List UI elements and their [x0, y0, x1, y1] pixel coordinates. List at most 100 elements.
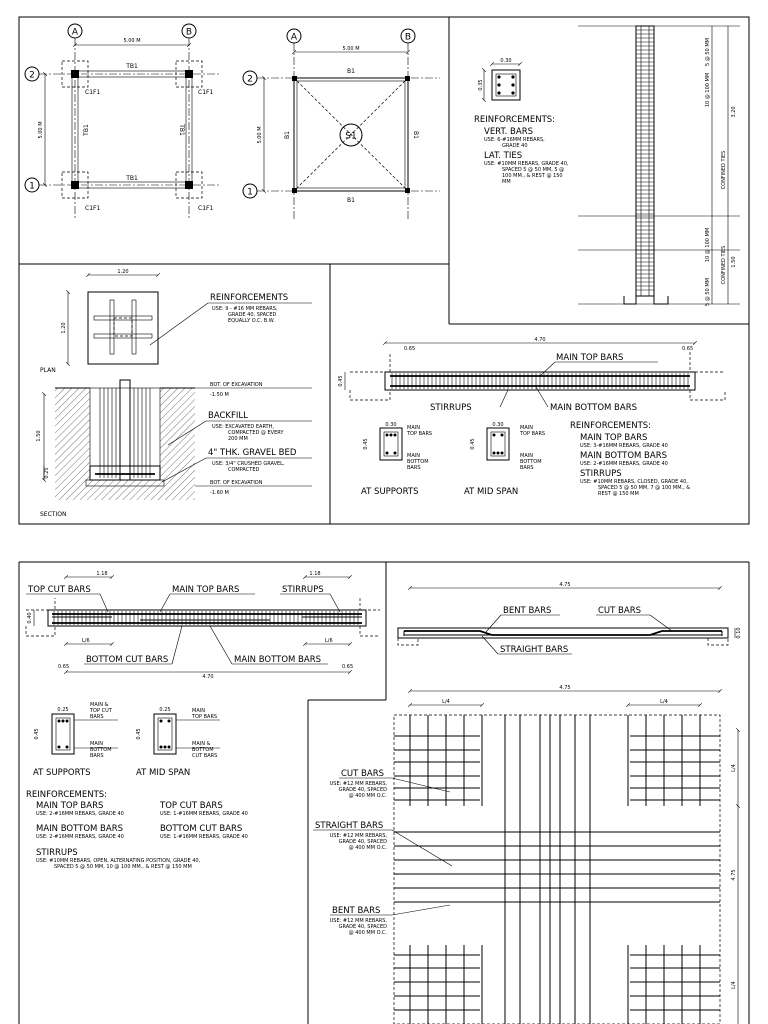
tie-beam-sec2-top: TOP BARS: [519, 431, 545, 437]
tie-beam-sec-width-2: 0.30: [492, 422, 503, 428]
tie-beam-cut-right: 0.65: [682, 346, 693, 352]
beam-r-main-top: MAIN TOP BARS: [36, 801, 103, 811]
slab-section-outline: [397, 627, 729, 639]
backfill-use-3: 200 MM: [228, 436, 248, 442]
beam-sec2-main-top-1: MAIN: [192, 708, 205, 714]
footing-depth-150: 1.50: [36, 430, 42, 441]
b1-label-bottom: B1: [347, 197, 355, 204]
c1f1-label-a1: C1F1: [85, 205, 100, 212]
footing-depth-025: 0.25: [44, 467, 50, 478]
slab-plan-cut-use-3: @ 400 MM O.C.: [349, 793, 388, 799]
beam-r-main-bot-use: USE: 2-#16MM REBARS, GRADE 40: [36, 834, 124, 840]
column-b1: [185, 181, 193, 189]
tie-beam-sec-width-1: 0.30: [385, 422, 396, 428]
slab-plan-bent-use-3: @ 400 MM O.C.: [349, 930, 388, 936]
tie-beam-main-top-label: MAIN TOP BARS: [556, 353, 623, 363]
slab-plan-bent-use-1: USE: #12 MM REBARS,: [330, 918, 388, 924]
column-dim-030: 0.30: [500, 58, 511, 64]
slab-tag-circle: [339, 123, 363, 147]
backfill-title: BACKFILL: [208, 411, 248, 421]
slab-cut-bars-label: CUT BARS: [598, 606, 641, 616]
beam-r-main-bot: MAIN BOTTOM BARS: [36, 824, 123, 834]
tie-beam-r-bot: MAIN BOTTOM BARS: [580, 451, 667, 461]
gravel-use-1: USE: 3/4" CRUSHED GRAVEL,: [212, 461, 285, 467]
slab-plan-length: 4.75: [559, 685, 570, 691]
tie-beam-stirrups: [391, 373, 689, 389]
dim-label-ab: 5.00 M: [123, 38, 140, 44]
column-a1: [71, 181, 79, 189]
beam-sec1-main-top-2: TOP CUT: [89, 708, 113, 714]
lower-sheet: 1.18 1.18 TOP CUT BARS MAIN TOP BARS STI…: [18, 561, 750, 1024]
slab-plan-cut-bars: CUT BARS: [341, 769, 384, 779]
slab-plan-outline: [393, 714, 721, 1024]
beam-r-stirrups: STIRRUPS: [36, 848, 78, 858]
beam-stirrups-label: STIRRUPS: [282, 585, 324, 595]
gravel-bed-title: 4" THK. GRAVEL BED: [208, 448, 297, 458]
beam-sec2-main-top-2: TOP BARS: [191, 714, 217, 720]
beam-main-bottom-bars-label: MAIN BOTTOM BARS: [234, 655, 321, 665]
beam-r-stir-use-1: USE: #10MM REBARS, OPEN, ALTERNATING POS…: [36, 858, 201, 864]
footing-reinf-title: REINFORCEMENTS: [210, 293, 288, 303]
excavation-top-label: BOT. OF EXCAVATION: [210, 382, 263, 388]
beam-elevation: [47, 609, 367, 627]
slab-bent-bars-label: BENT BARS: [503, 606, 551, 616]
slab-inner: [296, 80, 406, 189]
footing-reinf-use-2: GRADE 40, SPACED: [228, 312, 277, 318]
gravel-use-2: COMPACTED: [228, 467, 259, 473]
tb1-label-top: TB1: [125, 63, 138, 70]
tie-beam-sec-depth-2: 0.45: [470, 438, 476, 449]
tie-beam-stirrups-label: STIRRUPS: [430, 403, 472, 413]
tie-beam-section-midspan: [486, 427, 510, 461]
beam-r-top-cut-use: USE: 1-#16MM REBARS, GRADE 40: [160, 811, 248, 817]
column-b2: [185, 70, 193, 78]
column-tie-spacing-lower: 10 @ 100 MM: [705, 228, 711, 262]
tie-beam-sec2-bottom: BOTTOM: [520, 459, 542, 465]
column-len-150: 1.50: [731, 256, 737, 267]
slab-section-length: 4.75: [559, 582, 570, 588]
footing-detail: 1.20 1.20 PLAN REINFORCEMENTS USE: 9 - #…: [36, 269, 312, 518]
backfill-use-1: USE: EXCAVATED EARTH,: [212, 424, 274, 430]
beam-l6-right: L/6: [325, 638, 333, 644]
beam-l6-left: L/6: [82, 638, 90, 644]
beam-sec1-main-top-3: BARS: [90, 714, 104, 720]
dim-label-12-2: 5.00 M: [257, 126, 263, 143]
tie-beam-section-supports: [379, 427, 403, 461]
beam-length-label: 4.70: [202, 674, 213, 680]
beam-sec1-main-bot-2: BOTTOM: [90, 747, 112, 753]
column-tie-spacing-bottom: 5 @ 50 MM: [705, 278, 711, 306]
beam-sec-width-1: 0.25: [57, 707, 68, 713]
beam-cut-065-right: 0.65: [342, 664, 353, 670]
tie-beam-sec2-main: MAIN: [520, 425, 533, 431]
beam-top-cut-bars-label: TOP CUT BARS: [27, 585, 91, 595]
b1-label-right: B1: [412, 131, 419, 139]
tie-beam-r-top: MAIN TOP BARS: [580, 433, 647, 443]
c1f1-label-b2: C1F1: [198, 89, 213, 96]
tie-beam-sec1-top: TOP BARS: [406, 431, 432, 437]
beam-sec2-main-botcut-2: BOTTOM: [192, 747, 214, 753]
footing-plan-title: PLAN: [40, 367, 56, 374]
beam-sec2-main-botcut-3: CUT BARS: [192, 753, 217, 759]
footing-plan-column: [113, 317, 133, 337]
column-tie-spacing-upper: 10 @ 100 MM: [705, 73, 711, 107]
beam-r-bot-cut: BOTTOM CUT BARS: [160, 824, 242, 834]
tie-beam-reinf-title: REINFORCEMENTS:: [570, 421, 651, 431]
tie-beam-at-mid-span: AT MID SPAN: [464, 487, 518, 497]
footing-width-label: 1.20: [117, 269, 128, 275]
post-b1: [405, 188, 410, 193]
column-confined-ties-lower: CONFINED TIES: [721, 246, 727, 285]
tb1-label-right: TB1: [178, 123, 185, 136]
grid-label-1: 1: [29, 182, 35, 192]
b1-label-left: B1: [284, 131, 291, 139]
column-tie-spacing-top: 5 @ 50 MM: [705, 38, 711, 66]
column-a2: [71, 70, 79, 78]
upper-sheet-border: [18, 16, 750, 525]
column-len-320: 3.20: [731, 106, 737, 117]
tie-beam-detail: 4.70 0.65 0.65 0.45 MAIN TOP BARS STIRRU…: [338, 337, 726, 497]
tie-beam-sec1-bottom: BOTTOM: [407, 459, 429, 465]
footing-length-label: 1.20: [61, 322, 67, 333]
c1f1-label-b1: C1F1: [198, 205, 213, 212]
beam-r-main-top-use: USE: 2-#16MM REBARS, GRADE 40: [36, 811, 124, 817]
slab-outline: [293, 77, 409, 192]
beam-sec-width-2: 0.25: [159, 707, 170, 713]
column-ties: [636, 29, 654, 291]
